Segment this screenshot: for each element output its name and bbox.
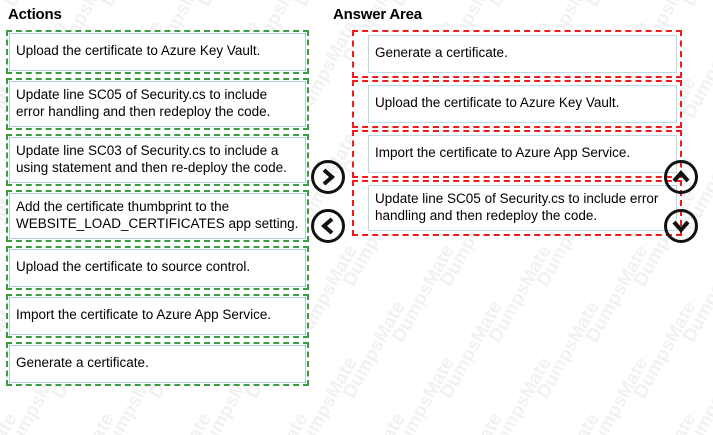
answer-area-column-title: Answer Area: [333, 6, 422, 23]
answer-slot[interactable]: Import the certificate to Azure App Serv…: [352, 130, 682, 178]
action-item[interactable]: Import the certificate to Azure App Serv…: [6, 294, 309, 338]
answer-slot[interactable]: Upload the certificate to Azure Key Vaul…: [352, 80, 682, 128]
action-item-box[interactable]: Add the certificate thumbprint to the WE…: [9, 193, 306, 239]
answer-slot[interactable]: Generate a certificate.: [352, 30, 682, 78]
answer-item-box[interactable]: Import the certificate to Azure App Serv…: [368, 135, 677, 173]
action-item-box[interactable]: Generate a certificate.: [9, 345, 306, 383]
answer-item-box[interactable]: Update line SC05 of Security.cs to inclu…: [368, 185, 677, 231]
chevron-right-icon: [320, 168, 336, 186]
action-item-label: Add the certificate thumbprint to the WE…: [16, 199, 299, 231]
answer-slot[interactable]: Update line SC05 of Security.cs to inclu…: [352, 180, 682, 236]
answer-item-label: Update line SC05 of Security.cs to inclu…: [375, 191, 659, 223]
add-to-answer-button[interactable]: [311, 160, 345, 194]
action-item-box[interactable]: Import the certificate to Azure App Serv…: [9, 297, 306, 335]
move-up-button[interactable]: [664, 160, 698, 194]
chevron-down-icon: [672, 218, 690, 234]
action-item[interactable]: Add the certificate thumbprint to the WE…: [6, 190, 309, 242]
action-item-label: Upload the certificate to source control…: [16, 259, 251, 275]
action-item[interactable]: Update line SC05 of Security.cs to inclu…: [6, 78, 309, 130]
move-down-button[interactable]: [664, 209, 698, 243]
action-item-label: Generate a certificate.: [16, 355, 149, 371]
action-item[interactable]: Upload the certificate to source control…: [6, 246, 309, 290]
action-item-label: Import the certificate to Azure App Serv…: [16, 307, 272, 323]
answer-area-list[interactable]: Generate a certificate. Upload the certi…: [352, 30, 682, 238]
action-item-box[interactable]: Upload the certificate to Azure Key Vaul…: [9, 33, 306, 71]
remove-from-answer-button[interactable]: [311, 209, 345, 243]
action-item-box[interactable]: Upload the certificate to source control…: [9, 249, 306, 287]
answer-item-label: Upload the certificate to Azure Key Vaul…: [375, 95, 620, 111]
actions-column-title: Actions: [8, 6, 62, 23]
answer-item-box[interactable]: Generate a certificate.: [368, 35, 677, 73]
answer-item-label: Import the certificate to Azure App Serv…: [375, 145, 631, 161]
action-item-box[interactable]: Update line SC05 of Security.cs to inclu…: [9, 81, 306, 127]
action-item[interactable]: Generate a certificate.: [6, 342, 309, 386]
action-item-box[interactable]: Update line SC03 of Security.cs to inclu…: [9, 137, 306, 183]
answer-item-box[interactable]: Upload the certificate to Azure Key Vaul…: [368, 85, 677, 123]
answer-item-label: Generate a certificate.: [375, 45, 508, 61]
action-item-label: Update line SC03 of Security.cs to inclu…: [16, 143, 287, 175]
action-item[interactable]: Upload the certificate to Azure Key Vaul…: [6, 30, 309, 74]
action-item-label: Update line SC05 of Security.cs to inclu…: [16, 87, 271, 119]
chevron-up-icon: [672, 169, 690, 185]
action-item[interactable]: Update line SC03 of Security.cs to inclu…: [6, 134, 309, 186]
actions-list: Upload the certificate to Azure Key Vaul…: [6, 30, 309, 390]
action-item-label: Upload the certificate to Azure Key Vaul…: [16, 43, 261, 59]
chevron-left-icon: [320, 217, 336, 235]
